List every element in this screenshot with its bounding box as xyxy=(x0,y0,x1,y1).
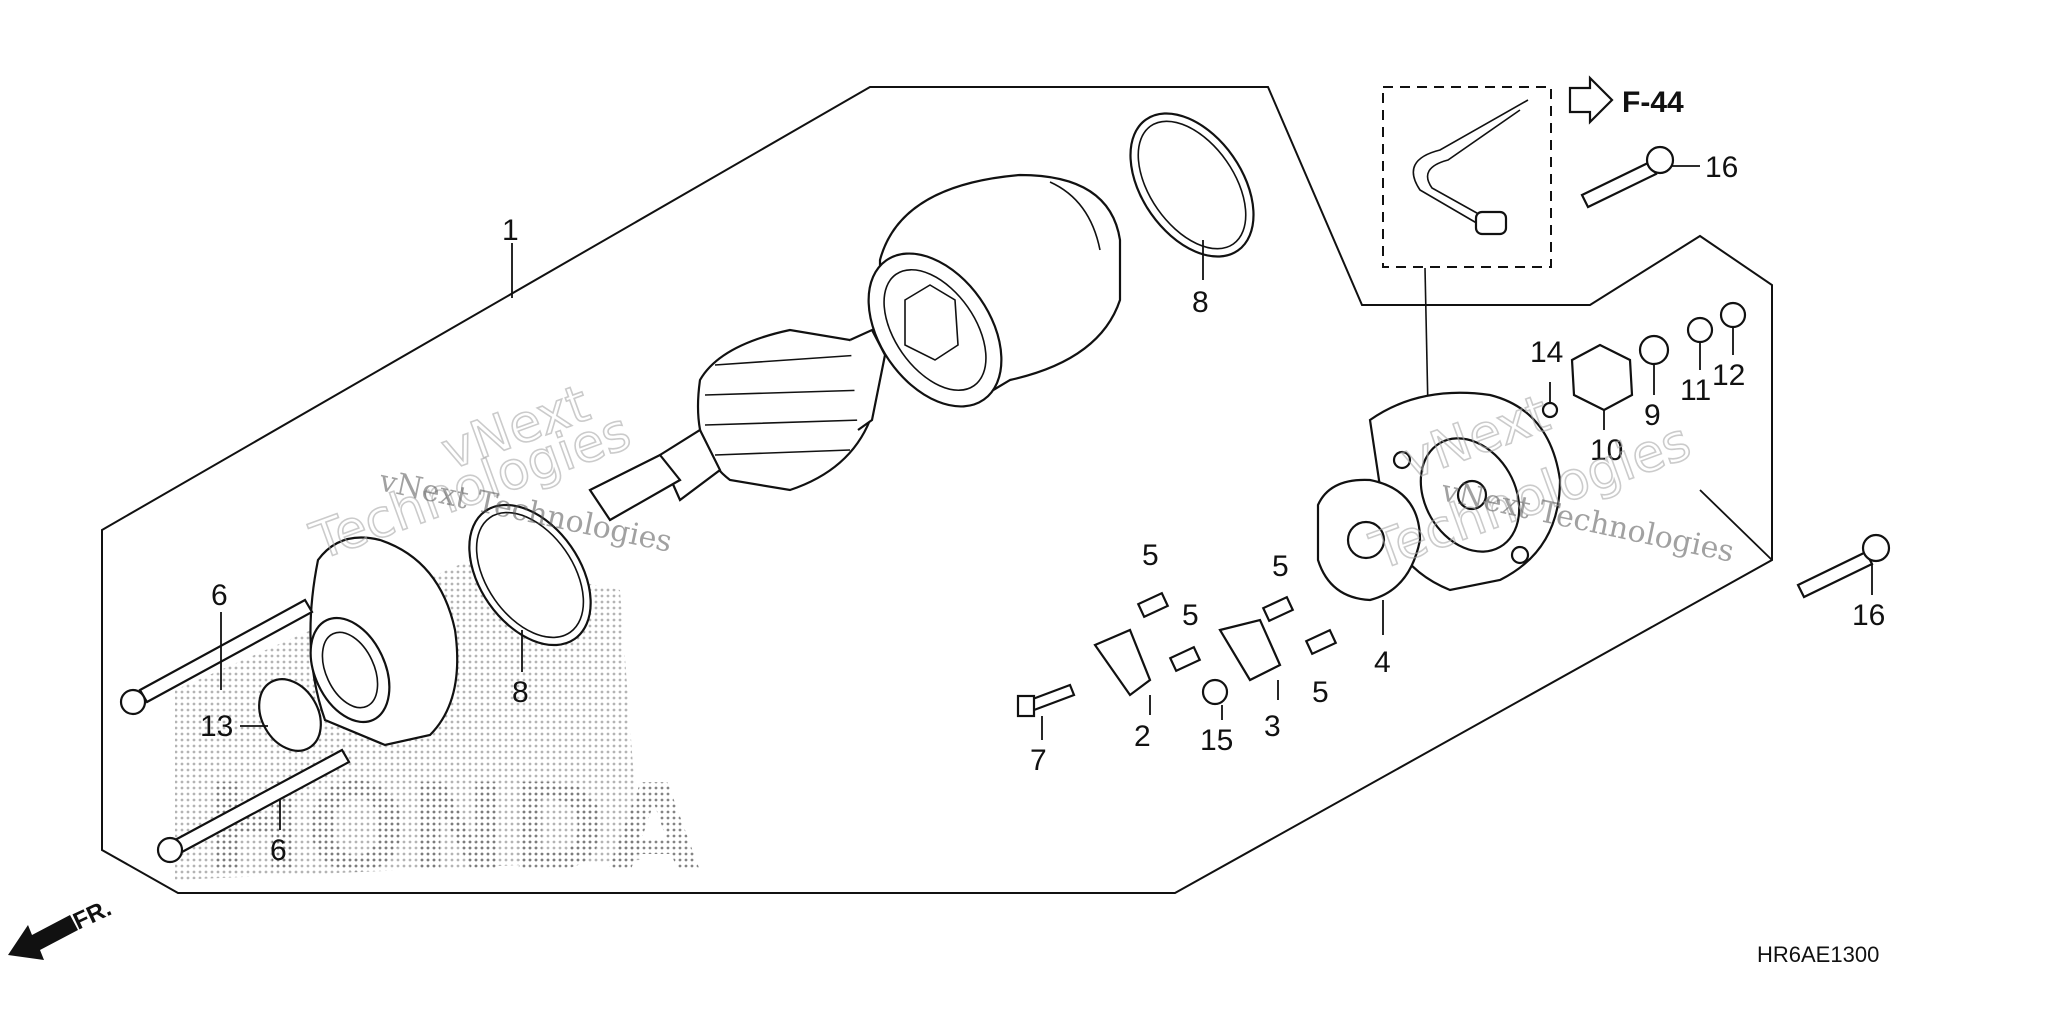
callout-8-lower: 8 xyxy=(512,676,529,709)
callout-12: 12 xyxy=(1712,359,1745,392)
callout-5c: 5 xyxy=(1272,550,1289,583)
spring-c xyxy=(1261,595,1295,623)
screw-7 xyxy=(1028,683,1076,712)
front-arrow-icon xyxy=(8,915,78,960)
callout-11: 11 xyxy=(1680,374,1711,407)
spring-d xyxy=(1304,628,1338,656)
through-bolt-lower xyxy=(156,748,351,864)
brush-positive xyxy=(1093,628,1152,697)
mounting-bolt-upper xyxy=(1580,145,1675,209)
callout-9: 9 xyxy=(1644,399,1661,432)
callout-16-lower: 16 xyxy=(1852,599,1885,632)
leader-lines xyxy=(220,165,1873,830)
callout-4: 4 xyxy=(1374,646,1391,679)
callout-5b: 5 xyxy=(1182,599,1199,632)
callout-2: 2 xyxy=(1134,720,1151,753)
washer-9 xyxy=(1638,334,1670,366)
nut-12 xyxy=(1719,301,1747,329)
callout-7: 7 xyxy=(1030,744,1047,777)
washer-11 xyxy=(1686,316,1714,344)
front-indicator: FR. xyxy=(8,895,116,960)
callout-labels: 1 2 3 4 5 5 5 5 6 6 7 8 8 9 10 11 12 13 … xyxy=(200,151,1885,867)
cable-reference-box xyxy=(1382,86,1552,268)
callout-5d: 5 xyxy=(1312,676,1329,709)
callout-13: 13 xyxy=(200,710,233,743)
o-ring-lower xyxy=(468,503,592,647)
mounting-bolt-lower xyxy=(1796,533,1891,599)
spring-b xyxy=(1168,645,1202,673)
small-o-ring xyxy=(258,678,322,752)
o-ring-upper xyxy=(1129,112,1255,258)
diagram-code: HR6AE1300 xyxy=(1757,942,1879,967)
screw-7-head xyxy=(1016,694,1036,718)
callout-10: 10 xyxy=(1590,434,1623,467)
callout-14: 14 xyxy=(1530,336,1563,369)
spring-a xyxy=(1136,591,1170,619)
front-cover xyxy=(309,536,459,747)
callout-6-lower: 6 xyxy=(270,834,287,867)
callout-6-upper: 6 xyxy=(211,579,228,612)
brush-negative xyxy=(1218,618,1282,682)
callout-3: 3 xyxy=(1264,710,1281,743)
starter-cable xyxy=(1412,99,1529,411)
bolt-15 xyxy=(1201,678,1229,706)
callout-8-upper: 8 xyxy=(1192,286,1209,319)
callout-1: 1 xyxy=(502,214,519,247)
armature xyxy=(588,328,887,522)
callout-16-upper: 16 xyxy=(1705,151,1738,184)
callout-15: 15 xyxy=(1200,724,1233,757)
callout-5a: 5 xyxy=(1142,539,1159,572)
assembly-outline xyxy=(101,86,1773,894)
reference-label: F-44 xyxy=(1622,86,1684,119)
through-bolt-upper xyxy=(119,598,314,716)
washer-14 xyxy=(1541,401,1559,419)
yoke-housing xyxy=(867,173,1122,408)
reference-arrow: F-44 xyxy=(1568,75,1684,125)
nut-10 xyxy=(1570,343,1634,412)
brush-holder xyxy=(1316,478,1422,602)
outline-arrow-right-icon xyxy=(1568,75,1614,125)
